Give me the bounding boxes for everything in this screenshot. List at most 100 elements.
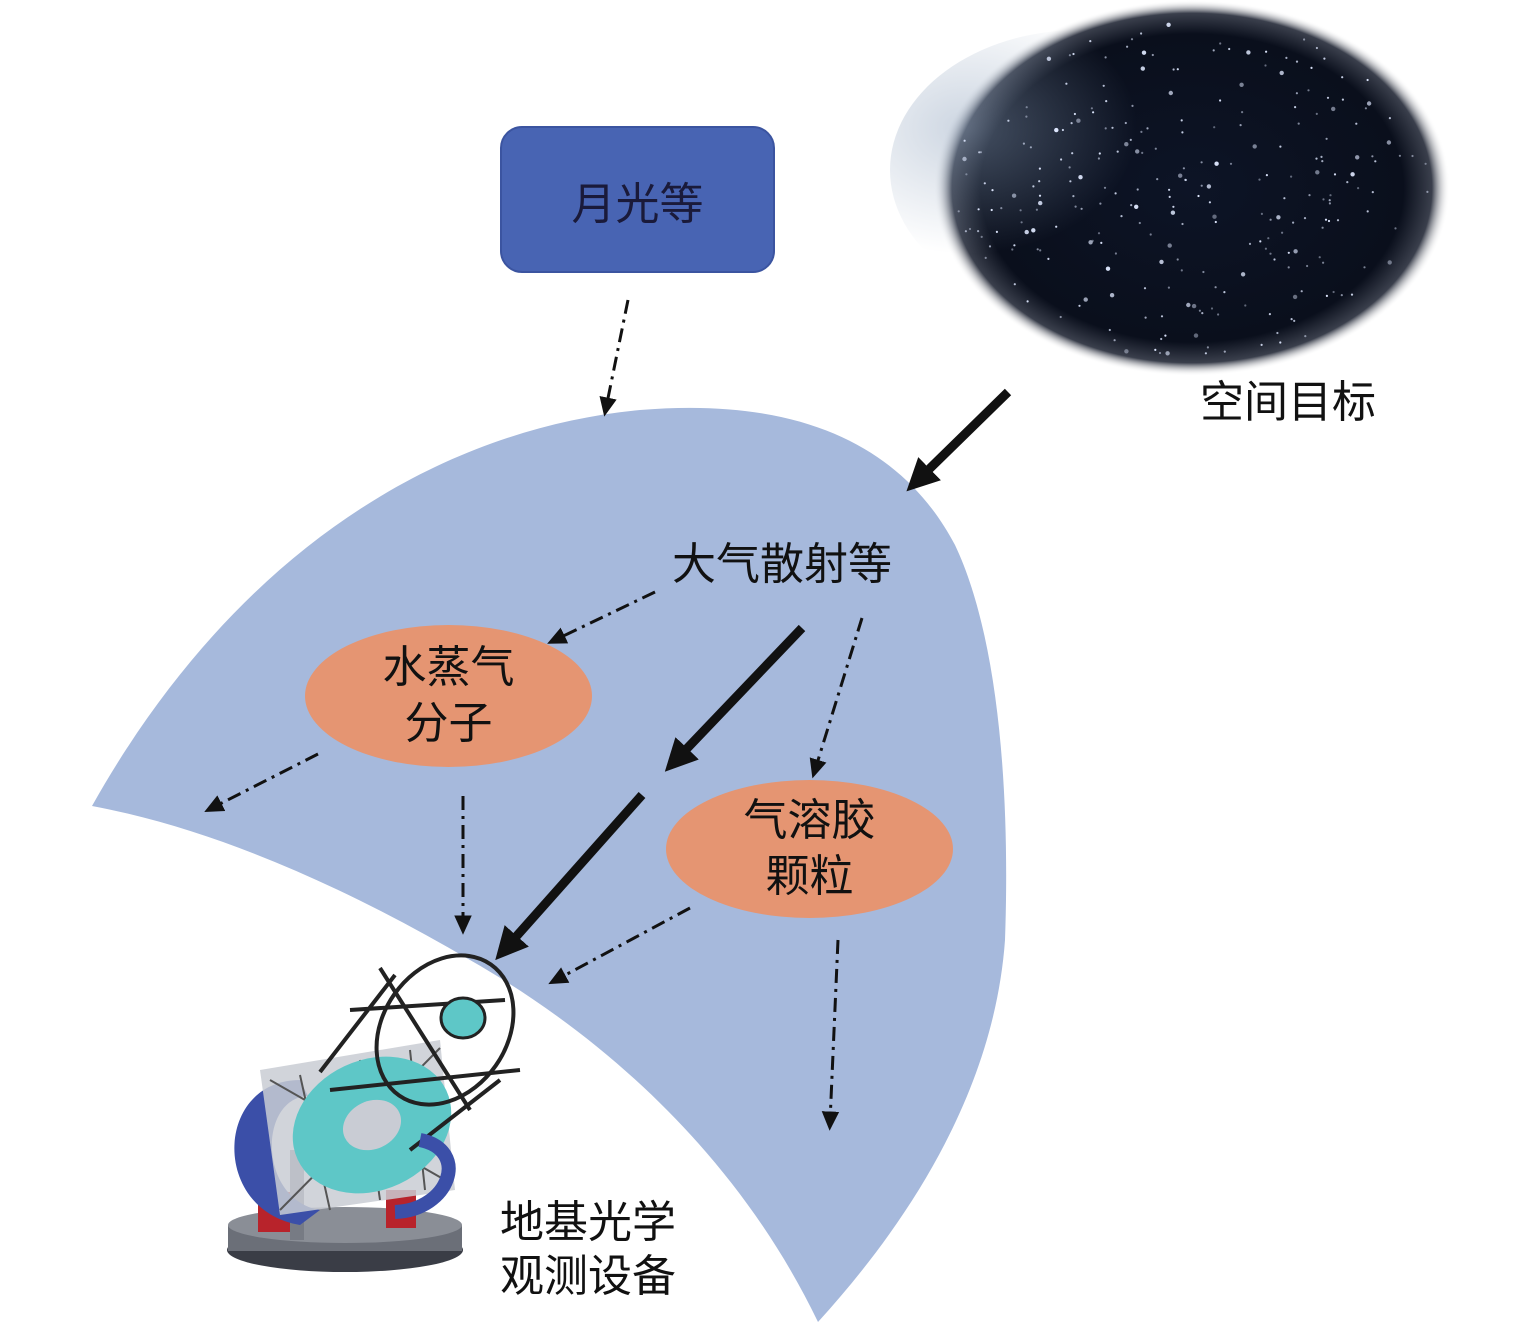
star-dot [1164, 334, 1167, 337]
star-dot [1076, 118, 1081, 123]
star-dot [980, 235, 983, 238]
star-dot [1102, 84, 1105, 87]
star-dot [1269, 252, 1272, 255]
star-dot [1287, 251, 1290, 254]
star-dot [1059, 315, 1062, 319]
star-dot [1124, 142, 1129, 147]
star-dot [1388, 117, 1391, 120]
star-dot [1083, 297, 1088, 302]
star-dot [1184, 178, 1187, 181]
star-dot [1366, 210, 1369, 213]
star-dot [1374, 160, 1377, 163]
star-dot [1088, 240, 1093, 245]
star-dot [1124, 121, 1127, 125]
star-dot [1318, 256, 1321, 259]
star-dot [1046, 56, 1052, 61]
star-dot [1140, 32, 1143, 35]
star-dot [1279, 145, 1282, 148]
star-dot [1073, 112, 1076, 116]
star-dot [1168, 90, 1174, 96]
star-dot [1200, 161, 1203, 164]
star-dot [1154, 147, 1157, 150]
star-dot [1214, 161, 1219, 166]
star-dot [1154, 348, 1157, 351]
star-dot [1114, 192, 1117, 195]
aerosol-label-line2: 颗粒 [765, 851, 854, 902]
star-dot [1229, 162, 1233, 165]
star-dot [1130, 38, 1134, 41]
star-dot [977, 208, 980, 211]
star-dot [1038, 200, 1043, 206]
star-dot [1068, 166, 1071, 169]
star-dot [1295, 92, 1298, 95]
star-dot [1138, 221, 1141, 225]
star-dot [1315, 46, 1318, 50]
star-dot [1336, 219, 1340, 222]
star-dot [1168, 195, 1171, 198]
star-dot [1039, 249, 1042, 252]
ground-device-label-line2: 观测设备 [500, 1251, 676, 1302]
star-dot [1328, 199, 1331, 202]
star-dot [1310, 66, 1313, 69]
star-dot [1267, 237, 1270, 240]
star-dot [965, 173, 968, 176]
star-dot [1276, 331, 1279, 335]
star-dot [1130, 204, 1133, 207]
star-dot [1322, 261, 1325, 264]
star-dot [1013, 283, 1016, 286]
main-path-arrow-1 [664, 624, 806, 772]
atmosphere-region [92, 407, 1007, 1322]
star-dot [1092, 111, 1095, 114]
star-dot [1219, 99, 1222, 102]
star-dot [1346, 181, 1349, 184]
star-dot [977, 230, 980, 233]
star-dot [1022, 142, 1025, 145]
star-dot [1160, 337, 1163, 341]
star-dot [1303, 217, 1307, 220]
star-dot [1097, 157, 1100, 160]
star-dot [1038, 194, 1042, 197]
star-dot [1212, 49, 1215, 52]
star-dot [1210, 307, 1214, 310]
star-dot [1160, 315, 1164, 318]
star-dot [1371, 155, 1374, 158]
star-dot [1070, 122, 1073, 125]
star-dot [1159, 259, 1164, 265]
star-dot [1252, 144, 1257, 149]
vapor-scatter-left-arrow [204, 752, 319, 812]
star-dot [1290, 175, 1293, 178]
star-dot [1035, 208, 1038, 211]
star-dot [1186, 302, 1191, 308]
aerosol-scatter-left-arrow [548, 906, 691, 985]
star-dot [1170, 210, 1176, 215]
star-dot [1304, 335, 1307, 338]
star-dot [1223, 350, 1226, 353]
star-dot [1108, 328, 1111, 332]
star-dot [1166, 22, 1171, 27]
star-dot [1341, 76, 1344, 79]
star-dot [1178, 173, 1183, 178]
star-dot [1141, 50, 1147, 55]
water-vapor-label-line2: 分子 [404, 698, 493, 749]
star-dot [1324, 218, 1328, 221]
star-dot [1265, 174, 1268, 177]
star-dot [1315, 112, 1318, 115]
star-dot [1038, 167, 1041, 170]
space-target-label: 空间目标 [1200, 377, 1376, 428]
star-dot [1228, 47, 1231, 51]
star-dot [1315, 157, 1318, 160]
moonlight-arrow [599, 299, 630, 417]
star-dot [1355, 122, 1358, 125]
ground-device-label-line1: 地基光学 [500, 1197, 676, 1248]
star-dot [1214, 286, 1217, 289]
star-dot [990, 208, 993, 212]
star-dot [1340, 294, 1343, 297]
moonlight-label: 月光等 [571, 178, 704, 230]
star-dot [1180, 269, 1183, 272]
star-dot [1146, 127, 1149, 130]
star-dot [1357, 187, 1360, 190]
star-dot [1074, 205, 1077, 208]
star-dot [1036, 248, 1039, 251]
